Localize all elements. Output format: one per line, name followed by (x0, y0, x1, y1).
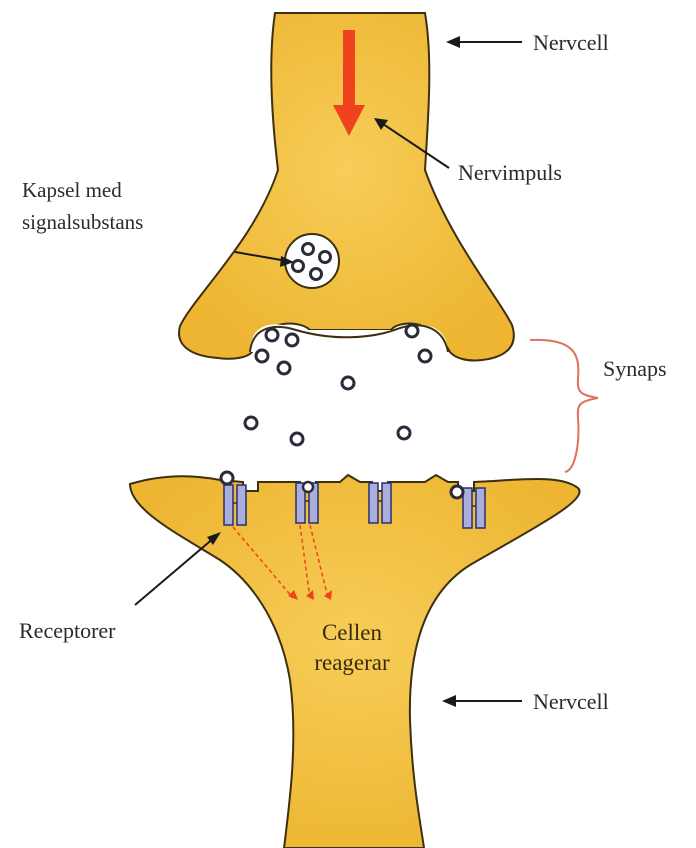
vesicle-capsule (285, 234, 339, 288)
label-kapsel-line2: signalsubstans (22, 210, 143, 234)
synapse-bracket (530, 340, 598, 472)
label-kapsel-line1: Kapsel med (22, 178, 122, 202)
pointer-receptorer (135, 537, 215, 605)
label-nervcell-bottom: Nervcell (533, 689, 609, 714)
label-nervimpuls: Nervimpuls (458, 160, 562, 185)
label-cellen-line1: Cellen (322, 620, 383, 645)
label-receptorer: Receptorer (19, 618, 116, 643)
label-cellen-line2: reagerar (314, 650, 390, 675)
label-synaps: Synaps (603, 356, 667, 381)
label-nervcell-top: Nervcell (533, 30, 609, 55)
receptor-1 (221, 472, 246, 525)
